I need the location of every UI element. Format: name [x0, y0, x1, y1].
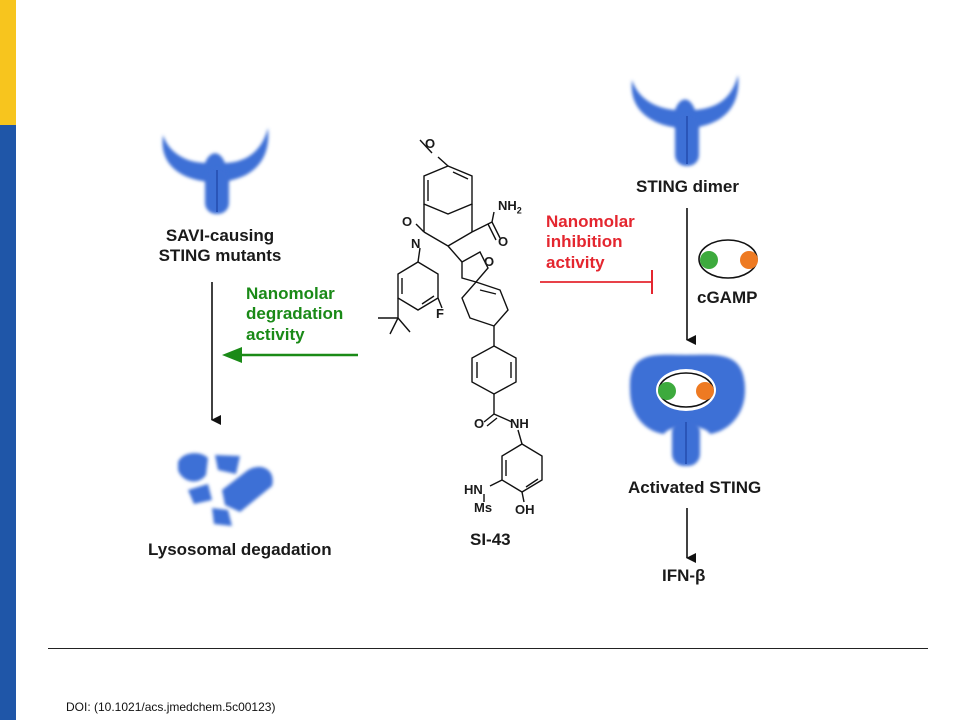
atom-hn: HN [464, 482, 483, 497]
atom-f: F [436, 306, 444, 321]
accent-bar-blue [0, 125, 16, 720]
atom-o-furan: O [484, 254, 495, 269]
inhibition-activity-label: Nanomolar inhibition activity [546, 212, 635, 273]
degradation-green-arrow [222, 347, 358, 363]
inhibition-line2: inhibition [546, 232, 623, 252]
degradation-activity-label: Nanomolar degradation activity [246, 284, 343, 345]
sting-dimer-icon [631, 75, 739, 166]
inhibition-line3: activity [546, 252, 605, 272]
atom-o-amide2: O [474, 416, 485, 431]
degradation-line2: degradation [246, 304, 344, 324]
atom-nh2: NH2 [498, 198, 522, 216]
mutant-label: SAVI-causing STING mutants [140, 226, 300, 267]
footer-rule [48, 648, 928, 649]
degradation-line3: activity [246, 324, 305, 344]
sting-mutant-icon [162, 128, 269, 214]
ifn-beta-label: IFN-β [662, 566, 706, 585]
mutant-label-line2: STING mutants [158, 246, 282, 266]
degraded-fragments-icon [178, 453, 273, 526]
atom-nh2-main: NH [498, 198, 517, 213]
si43-structure [378, 139, 543, 503]
activated-sting-label: Activated STING [628, 478, 762, 497]
cgamp-icon [698, 239, 758, 279]
inhibition-line [540, 270, 653, 294]
atom-nh2-sub: 2 [516, 205, 522, 216]
atom-o-methoxy: O [425, 136, 436, 151]
compound-name: SI-43 [470, 530, 511, 549]
degradation-line1: Nanomolar [246, 284, 335, 303]
sting-dimer-label: STING dimer [636, 177, 739, 196]
atom-oh: OH [515, 502, 535, 517]
atom-o-amide: O [498, 234, 509, 249]
cgamp-label: cGAMP [697, 288, 758, 307]
mutant-label-line1: SAVI-causing [165, 226, 275, 245]
atom-ms: Ms [474, 500, 493, 515]
atom-o-carbonyl: O [402, 214, 413, 229]
doi-text: DOI: (10.1021/acs.jmedchem.5c00123) [66, 700, 276, 714]
atom-n-ring: N [411, 236, 421, 251]
atom-nh: NH [510, 416, 529, 431]
activated-sting-icon [629, 354, 745, 466]
accent-bar-yellow [0, 0, 16, 125]
lysosomal-label: Lysosomal degadation [148, 540, 332, 559]
inhibition-line1: Nanomolar [546, 212, 635, 231]
